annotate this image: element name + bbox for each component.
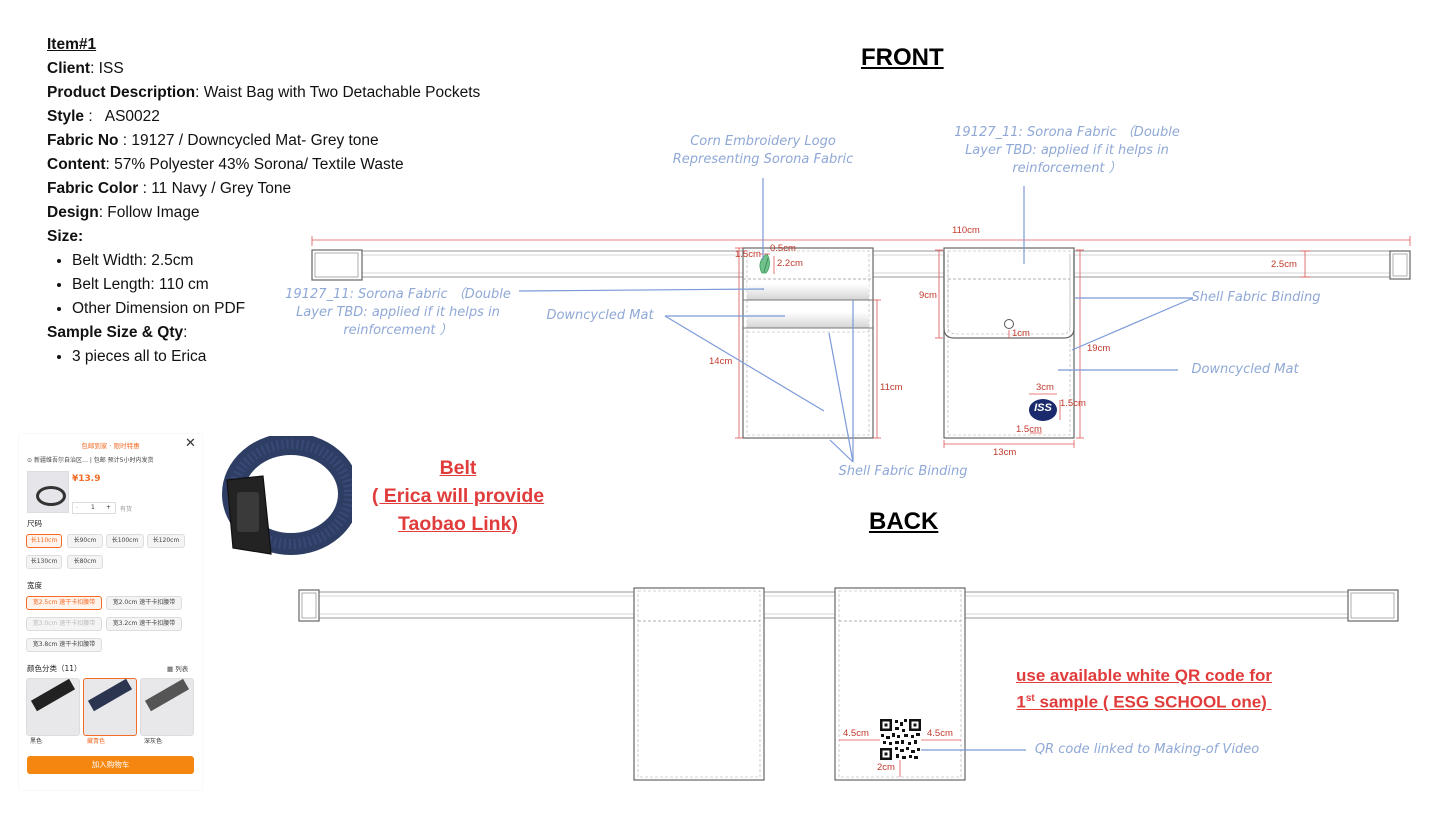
dim-label: 11cm (880, 382, 903, 393)
belt-photo (222, 436, 352, 555)
left-pocket-dimensions (735, 247, 881, 439)
front-belt-right-end (1389, 250, 1411, 280)
color-name: 黑色 (30, 738, 43, 745)
tb-color-label: 颜色分类（11） (27, 664, 82, 673)
front-heading: FRONT (861, 44, 944, 71)
qr-red-note: use available white QR code for 1st samp… (1015, 666, 1273, 712)
color-name: 深灰色 (144, 738, 163, 745)
front-leader-lines (518, 178, 1194, 463)
design-line: Design: Follow Image (47, 204, 200, 221)
back-heading: BACK (869, 508, 939, 535)
note-shell-binding-bottom: Shell Fabric Binding (838, 464, 968, 479)
size-option[interactable]: 长100cm (106, 534, 144, 548)
color-name: 藏青色 (87, 738, 106, 745)
belt-length-dimension (311, 236, 1411, 246)
back-belt-right-end (1347, 589, 1399, 622)
size-item: Belt Length: 110 cm (72, 273, 517, 297)
dim-belt-width: 2.5cm (1271, 259, 1297, 270)
dim-label: 1.5cm (1016, 424, 1042, 435)
fabric-no-line: Fabric No : 19127 / Downcycled Mat- Grey… (47, 132, 379, 149)
sample-item: 3 pieces all to Erica (72, 345, 517, 369)
quantity-stepper[interactable]: - 1 + (72, 502, 116, 514)
dim-label: 13cm (993, 447, 1017, 458)
dim-label: 14cm (709, 356, 733, 367)
add-to-cart-button[interactable]: 加入购物车 (27, 756, 194, 774)
dim-label: 0.5cm (770, 243, 796, 254)
tb-width-label: 宽度 (27, 581, 42, 590)
iss-logo (1029, 399, 1057, 421)
size-option[interactable]: 长90cm (67, 534, 103, 548)
size-item: Belt Width: 2.5cm (72, 249, 517, 273)
iss-logo-text: ISS (1034, 402, 1052, 414)
qr-dimensions (839, 739, 961, 777)
item-number: Item#1 (47, 36, 97, 53)
dim-label: 4.5cm (927, 728, 953, 739)
spec-block: Item#1 Client: ISS Product Description: … (47, 33, 517, 369)
close-icon[interactable]: ✕ (185, 436, 196, 451)
tb-stock: 有货 (120, 506, 133, 513)
dim-label: 1.5cm (735, 249, 761, 260)
dim-label: 9cm (919, 290, 937, 301)
size-option[interactable]: 长110cm (26, 534, 62, 548)
width-option[interactable]: 宽3.0cm 速干卡扣腰带 (26, 617, 102, 631)
grid-icon: ▦ (167, 665, 176, 673)
sample-label: Sample Size & Qty: (47, 324, 188, 341)
tb-price: ¥13.9 (72, 474, 101, 484)
note-downcycled-left: Downcycled Mat (546, 308, 654, 323)
client-line: Client: ISS (47, 60, 124, 77)
width-option[interactable]: 宽3.8cm 速干卡扣腰带 (26, 638, 102, 652)
taobao-product-panel: 包邮到家 · 限时特惠 ✕ ⊙ 新疆维吾尔自治区… | 包邮 预计5小时内发货 … (19, 434, 202, 790)
back-left-pocket (633, 587, 765, 781)
front-belt-left-end (311, 249, 363, 281)
size-label: Size: (47, 228, 84, 245)
note-shell-binding-right: Shell Fabric Binding (1191, 290, 1321, 305)
color-swatch[interactable] (26, 678, 80, 736)
width-option[interactable]: 宽2.0cm 速干卡扣腰带 (106, 596, 182, 610)
dim-label: 2cm (877, 762, 895, 773)
location-icon: ⊙ (27, 457, 34, 464)
size-option[interactable]: 长130cm (26, 555, 62, 569)
dim-label: 1cm (1012, 328, 1030, 339)
width-option[interactable]: 宽2.5cm 速干卡扣腰带 (26, 596, 102, 610)
tb-size-label: 尺码 (27, 519, 42, 528)
sample-list: 3 pieces all to Erica (47, 345, 517, 369)
dim-label: 1.5cm (1060, 398, 1086, 409)
dim-label: 4.5cm (843, 728, 869, 739)
dim-belt-length: 110cm (952, 225, 980, 236)
size-option[interactable]: 长80cm (67, 555, 103, 569)
belt-width-dimension (1300, 250, 1310, 278)
front-left-pocket (742, 247, 874, 439)
color-swatch[interactable] (140, 678, 194, 736)
tb-product-thumb[interactable] (27, 471, 69, 513)
style-line: Style : AS0022 (47, 108, 160, 125)
size-option[interactable]: 长120cm (147, 534, 185, 548)
qr-code-icon (880, 719, 921, 760)
size-item: Other Dimension on PDF (72, 297, 517, 321)
product-line: Product Description: Waist Bag with Two … (47, 84, 481, 101)
back-belt-left-end (298, 589, 320, 622)
content-line: Content: 57% Polyester 43% Sorona/ Texti… (47, 156, 404, 173)
note-downcycled-right: Downcycled Mat (1191, 362, 1299, 377)
note-qr-code: QR code linked to Making-of Video (1034, 742, 1260, 757)
tb-top-banner: 包邮到家 · 限时特惠 (81, 442, 140, 450)
right-pocket-dimensions (935, 249, 1084, 448)
size-list: Belt Width: 2.5cm Belt Length: 110 cm Ot… (47, 249, 517, 321)
tb-address[interactable]: ⊙ 新疆维吾尔自治区… | 包邮 预计5小时内发货 (27, 457, 154, 464)
dim-label: 2.2cm (777, 258, 803, 269)
dim-label: 3cm (1036, 382, 1054, 393)
fabric-color-line: Fabric Color : 11 Navy / Grey Tone (47, 180, 292, 197)
width-option[interactable]: 宽3.2cm 速干卡扣腰带 (106, 617, 182, 631)
tb-list-toggle[interactable]: ▦ 列表 (167, 665, 189, 673)
color-swatch[interactable] (83, 678, 137, 736)
dim-label: 19cm (1087, 343, 1111, 354)
